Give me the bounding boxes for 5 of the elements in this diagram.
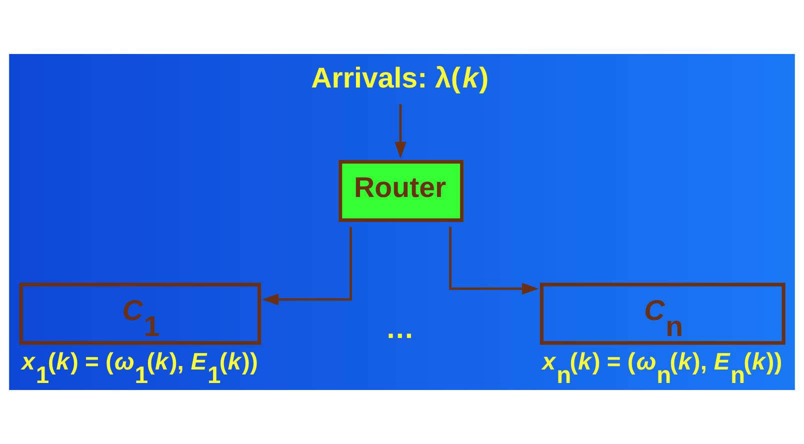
arrow [449, 226, 539, 295]
arrow [262, 226, 352, 306]
label: … [386, 312, 414, 345]
node-text: Arrivals: λ(k) [311, 62, 489, 95]
arrow [394, 104, 406, 159]
